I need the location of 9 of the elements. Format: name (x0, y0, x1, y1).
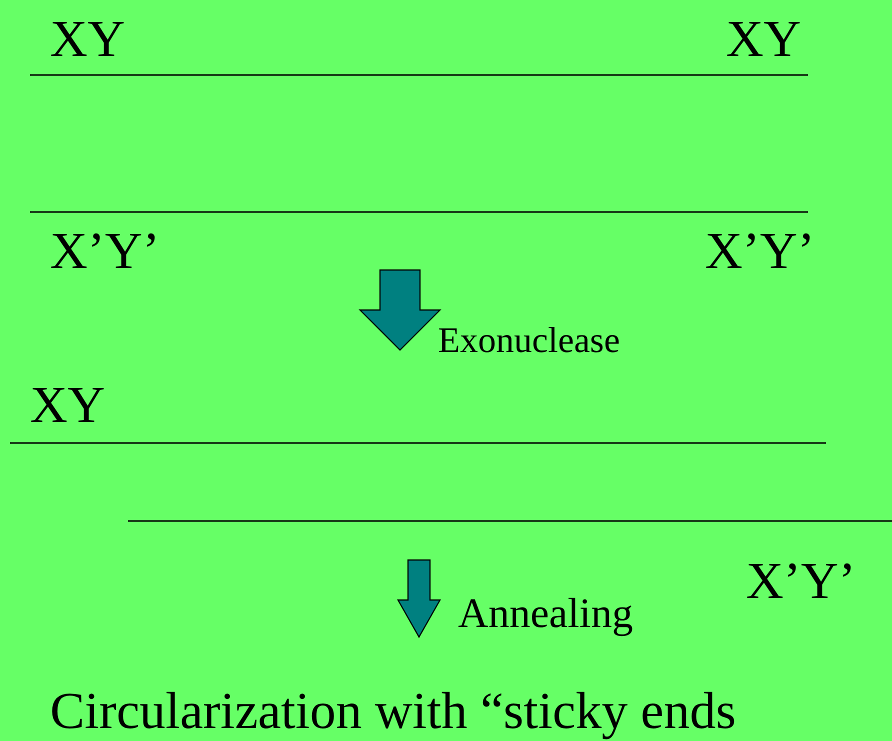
step-label: Exonuclease (438, 322, 620, 358)
caption-text: Circularization with “sticky ends (50, 686, 736, 738)
strand-end-label: X’Y’ (50, 226, 160, 278)
strand-end-label: XY (50, 14, 126, 66)
strand-end-label: X’Y’ (746, 556, 856, 608)
strand-end-label: X’Y’ (705, 226, 815, 278)
strand-end-label: XY (30, 380, 106, 432)
step-label: Annealing (458, 593, 633, 635)
strand-end-label: XY (726, 14, 802, 66)
